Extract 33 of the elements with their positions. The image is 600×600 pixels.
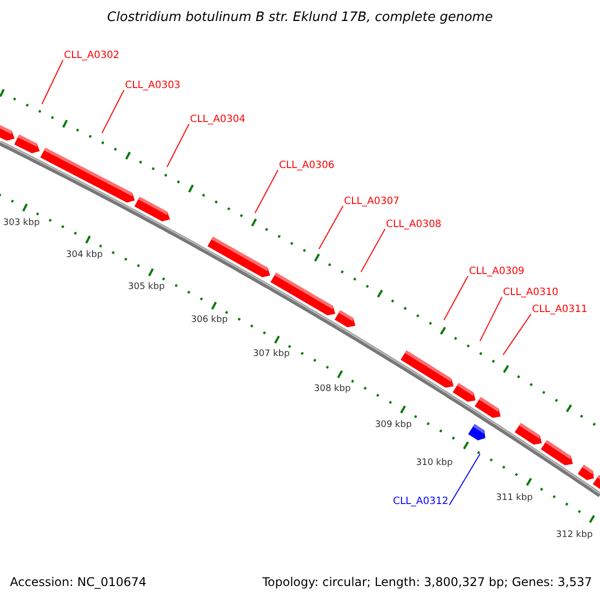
position-label: 308 kbp (314, 385, 351, 394)
position-label: 312 kbp (556, 531, 593, 540)
position-label: 309 kbp (375, 421, 412, 430)
position-label: 307 kbp (253, 350, 290, 359)
gene-label: CLL_A0309 (469, 267, 524, 277)
leader-line (254, 170, 278, 214)
footer-text: Topology: circular; Length: 3,800,327 bp; Genes: 3,537 (262, 576, 592, 588)
position-label: 304 kbp (66, 251, 103, 260)
gene-label: CLL_A0304 (190, 115, 246, 125)
position-label: 310 kbp (416, 459, 453, 468)
leader-line (42, 60, 64, 104)
gene-label: CLL_A0306 (279, 161, 334, 171)
leader-line (102, 90, 124, 134)
gene-label: CLL_A0312 (393, 497, 448, 507)
leader-line (480, 296, 502, 342)
leader-line (318, 206, 344, 250)
leader-line (444, 276, 468, 320)
title: Clostridium botulinum B str. Eklund 17B, complete genome (106, 11, 494, 24)
gene-label: CLL_A0308 (386, 220, 442, 230)
position-label: 303 kbp (3, 219, 40, 228)
footer-text: Accession: NC_010674 (10, 576, 146, 588)
gene-label: CLL_A0303 (125, 81, 180, 91)
leader-line (166, 124, 190, 168)
gene-label: CLL_A0310 (503, 288, 558, 298)
position-label: 305 kbp (128, 283, 165, 292)
leader-line (448, 454, 480, 506)
gene-label: CLL_A0302 (64, 51, 120, 61)
position-label: 311 kbp (496, 494, 533, 503)
leader-line (502, 314, 532, 356)
position-label: 306 kbp (191, 316, 228, 325)
gene-label: CLL_A0311 (532, 305, 588, 315)
leader-line (360, 228, 386, 272)
gene-label: CLL_A0307 (344, 197, 400, 207)
